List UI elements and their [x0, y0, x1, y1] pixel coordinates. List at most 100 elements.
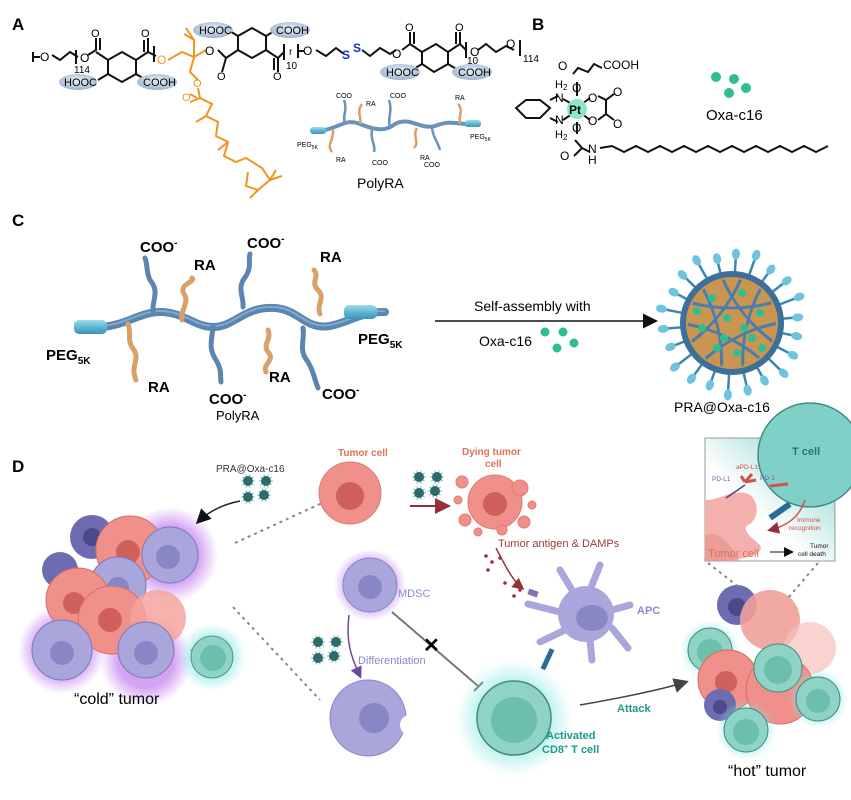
hot-tumor-cluster — [680, 585, 848, 760]
dying-tumor-label-1: Dying tumor — [462, 447, 521, 458]
hooc-highlight — [59, 74, 97, 90]
antigen-label: Tumor antigen & DAMPs — [498, 538, 620, 550]
atom-o: O — [182, 92, 191, 104]
atom-h: H — [588, 153, 597, 167]
cooh-group: COOH — [143, 77, 176, 89]
antigen-arrow — [495, 547, 525, 590]
dying-tumor-cell — [453, 474, 537, 537]
ra-label: RA — [366, 101, 376, 108]
drug-particle — [740, 324, 748, 332]
cooh-group: COOH — [276, 25, 309, 37]
t-cell — [716, 700, 776, 760]
polymer-strand — [702, 288, 723, 366]
atom-o: O — [141, 28, 150, 40]
panel-d-letter: D — [12, 457, 24, 476]
peg-right-segment — [477, 40, 521, 56]
mdsc-label: MDSC — [398, 588, 430, 600]
oxaliplatin-structure — [514, 62, 829, 157]
coo-label: COO — [336, 93, 353, 100]
oxa-c16-dots — [711, 72, 751, 98]
drug-particle — [733, 349, 741, 357]
peg-label: PEG5K — [358, 331, 403, 351]
ra-linker — [167, 27, 283, 199]
polyra-title: PolyRA — [216, 408, 260, 423]
hooc-group: HOOC — [386, 67, 419, 79]
peg-label: PEG5K — [470, 134, 492, 143]
panel-c: C COO- COO- RA RA PEG5K PEG5K RA — [12, 211, 805, 423]
pd-l1-label: PD-L1 — [712, 476, 731, 483]
peg-block — [465, 120, 481, 127]
oxa-c16-label: Oxa-c16 — [706, 107, 763, 124]
nanoparticle — [243, 492, 253, 502]
atom-o: O — [506, 37, 515, 51]
panel-c-letter: C — [12, 211, 24, 230]
cyclohexane-ring — [87, 38, 157, 84]
atom-h2: H2 — [555, 79, 568, 92]
apd-l1-label: aPD-L1 — [736, 464, 758, 471]
atom-o: O — [405, 22, 414, 34]
mdsc-cell — [334, 549, 406, 621]
drug-particle — [720, 334, 728, 342]
nanoparticle — [243, 476, 253, 486]
polymer-strand — [692, 301, 772, 310]
differentiation-label: Differentiation — [358, 655, 426, 667]
ra-label: RA — [269, 369, 291, 386]
nanoparticle-label: PRA@Oxa-c16 — [216, 464, 285, 475]
delivery-arrow — [195, 500, 241, 525]
mhc-receptor — [527, 588, 539, 598]
atom-o: O — [572, 121, 581, 135]
nanoparticle — [313, 637, 323, 647]
peg-cap — [787, 350, 799, 360]
atom-o: O — [205, 44, 214, 58]
coo-label: COO- — [322, 385, 360, 403]
peg-cap — [669, 362, 680, 372]
subscript-10: 10 — [286, 61, 298, 72]
cold-tumor-label: “cold” tumor — [74, 691, 160, 708]
peg-cap — [665, 342, 676, 352]
peg-cap — [731, 248, 740, 260]
atom-o: O — [560, 149, 569, 163]
atom-s: S — [353, 41, 361, 55]
drug-particle — [708, 294, 716, 302]
pd-1-label: PD-1 — [760, 475, 775, 482]
pd-1-receptor — [769, 482, 789, 488]
coo-label: COO — [372, 160, 389, 167]
activated-t-cell — [456, 660, 572, 776]
product-label: PRA@Oxa-c16 — [674, 399, 770, 415]
cooh-group: COOH — [603, 58, 639, 72]
zoom-guide-line — [707, 562, 741, 589]
cooh-group: COOH — [458, 67, 491, 79]
peg-left-segment — [32, 50, 79, 64]
zoom-guide-line — [232, 606, 321, 701]
t-cell — [788, 669, 848, 729]
cooh-highlight — [137, 74, 177, 90]
peg-label: PEG5K — [297, 142, 319, 151]
peg-cap — [686, 373, 697, 384]
hooc-highlight — [193, 22, 233, 38]
drug-particle — [758, 344, 766, 352]
antigen-dots — [484, 554, 522, 598]
drug-particle — [713, 344, 721, 352]
atom-n: N — [555, 91, 564, 105]
peg-block — [344, 305, 377, 319]
coo-label: COO — [390, 93, 407, 100]
recognition-arrow — [767, 499, 806, 534]
inset-tumor-cell-label: Tumor cell — [708, 548, 759, 560]
atom-o: O — [91, 28, 100, 40]
tumor-death-label-1: Tumor — [810, 543, 829, 550]
nanoparticle — [331, 637, 341, 647]
peg-cap — [705, 379, 715, 391]
atom-s: S — [342, 48, 350, 62]
cooh-highlight — [452, 64, 492, 80]
nanoparticle — [259, 490, 269, 500]
peg-cap — [655, 304, 667, 313]
atom-o: O — [80, 51, 89, 65]
nanoparticle — [414, 472, 424, 482]
hooc-highlight — [380, 64, 420, 80]
peg-label: PEG5K — [46, 347, 91, 367]
atom-o: O — [40, 50, 49, 64]
dying-nucleus — [483, 492, 507, 516]
attack-label: Attack — [617, 703, 652, 715]
zoom-guide-line — [234, 502, 323, 544]
